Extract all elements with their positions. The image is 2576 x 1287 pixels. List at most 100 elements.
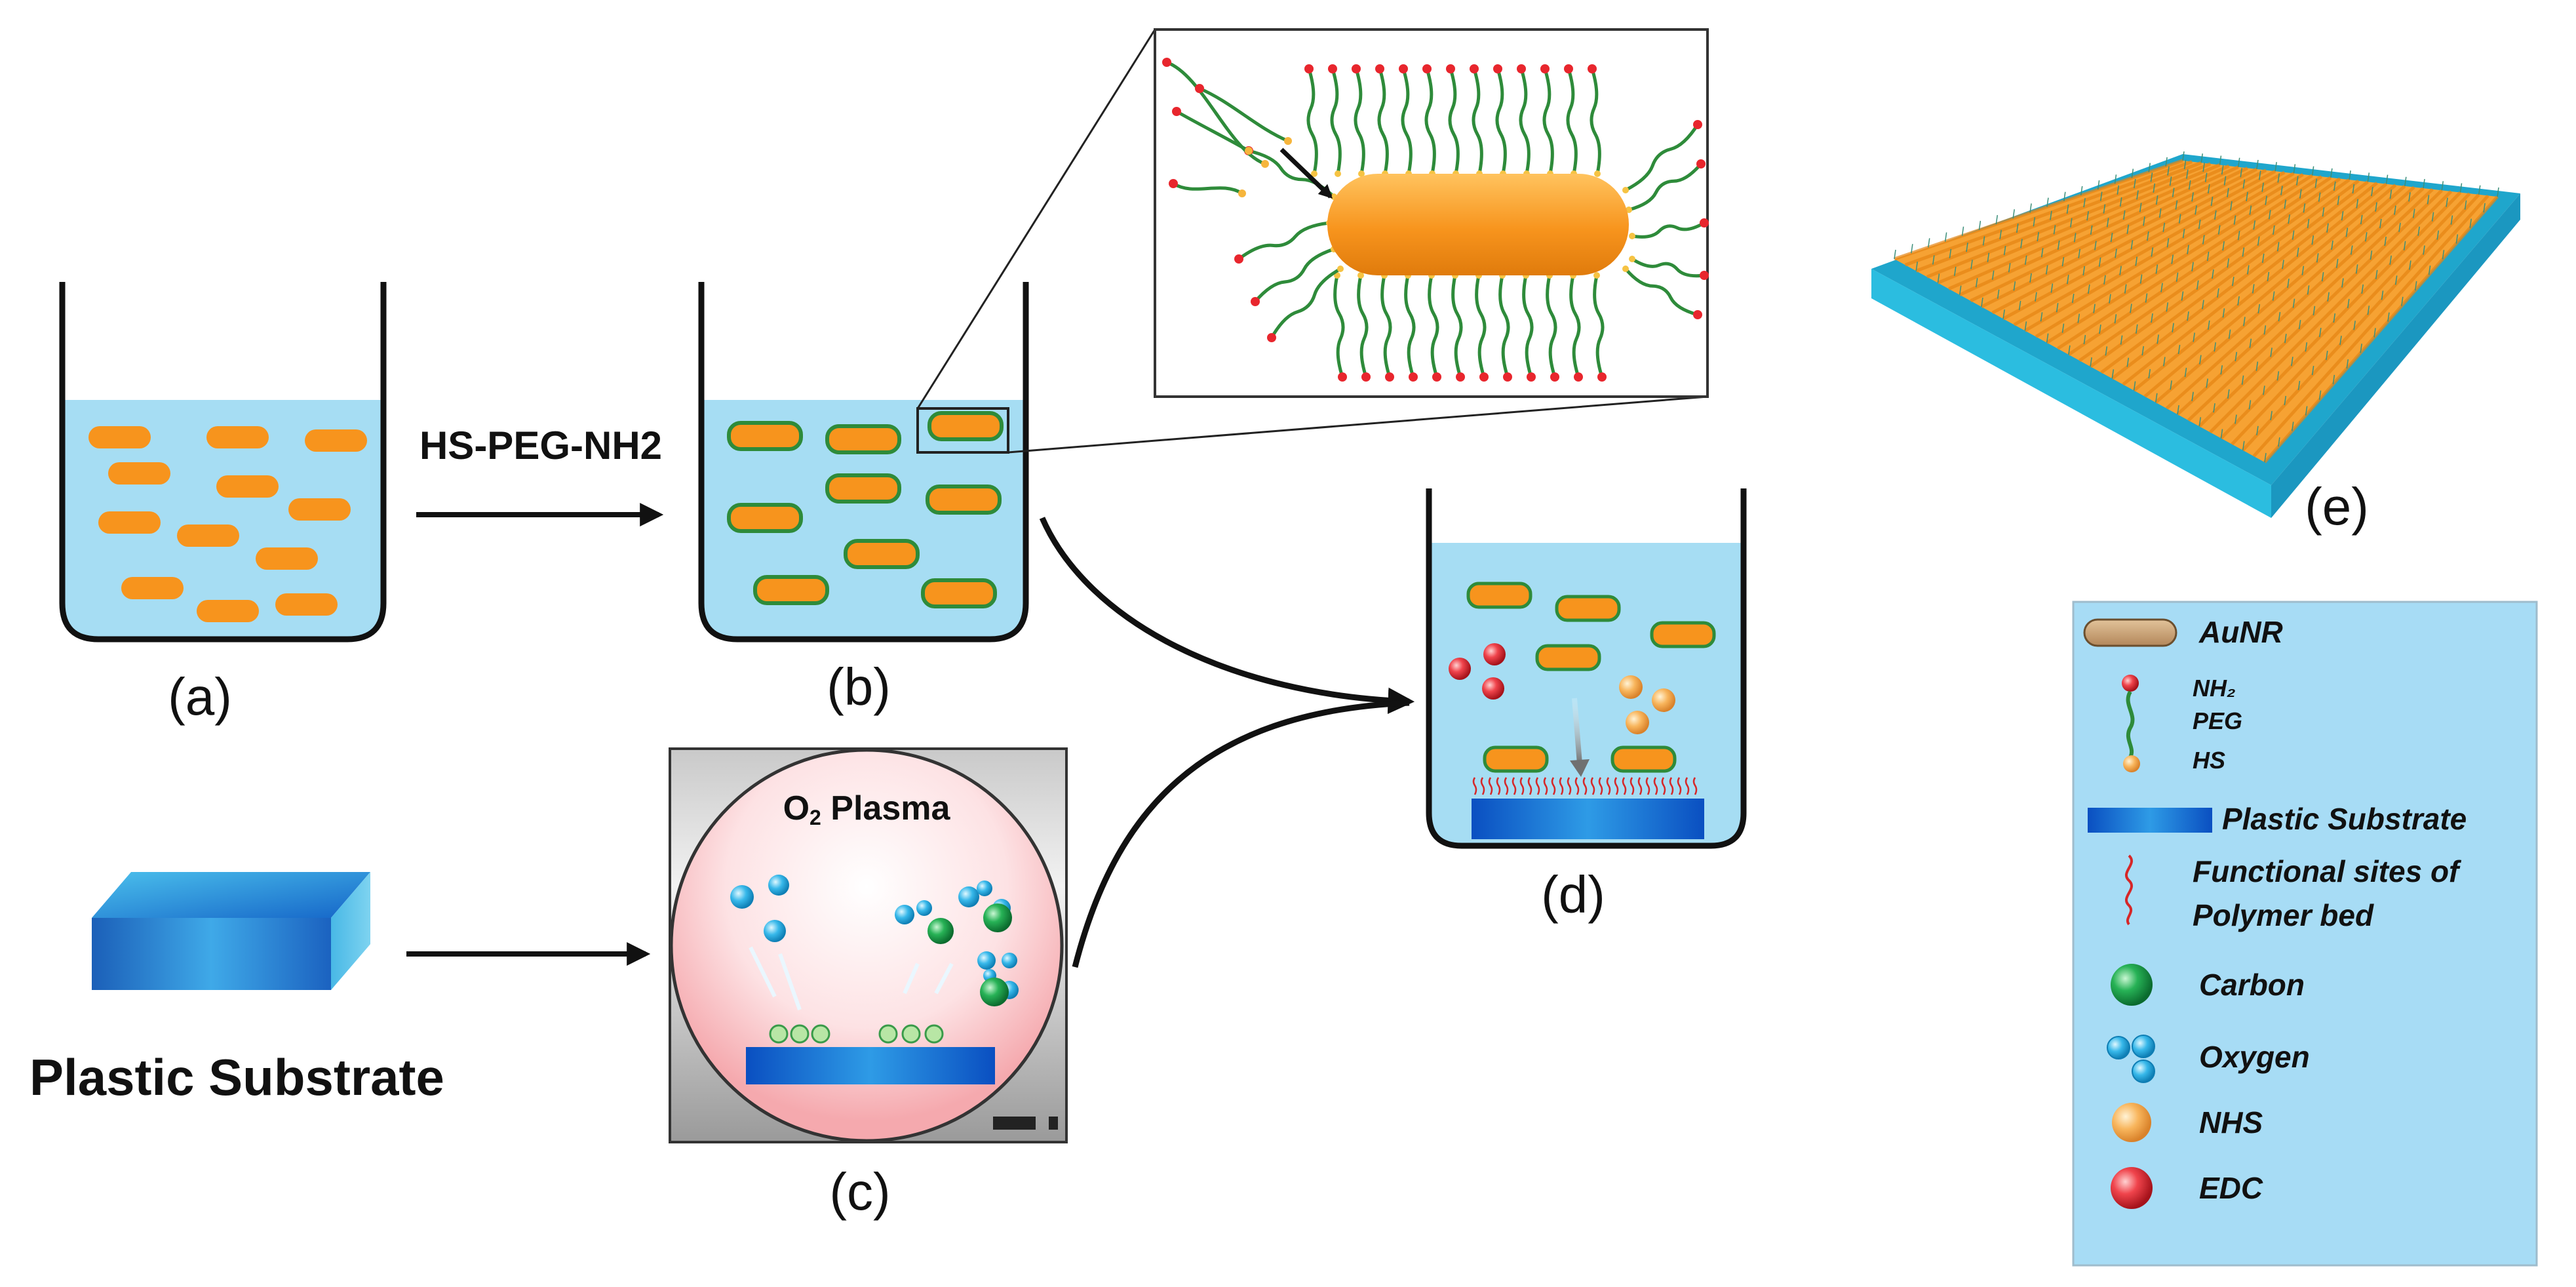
surface-peg <box>2070 218 2073 228</box>
surface-peg <box>2379 218 2382 229</box>
gold-nanorod <box>98 511 161 534</box>
amine-end <box>1375 64 1384 73</box>
peg-strand <box>1424 68 1436 174</box>
surface-peg <box>1894 249 1896 260</box>
surface-peg <box>1928 238 1930 248</box>
peg-coated-nanorod <box>1610 745 1677 773</box>
zoom-line-bottom <box>1007 395 1708 454</box>
amine-end <box>1493 64 1502 73</box>
peg-strand <box>1624 123 1700 192</box>
surface-peg <box>2202 300 2204 309</box>
surface-peg <box>2401 296 2404 306</box>
amine-end <box>1328 64 1337 73</box>
nanorod-row <box>2046 174 2313 344</box>
surface-peg <box>2257 304 2261 314</box>
surface-peg <box>2200 153 2203 163</box>
surface-peg <box>2166 238 2170 248</box>
surface-peg <box>2274 162 2277 172</box>
amine-end <box>1540 64 1550 73</box>
surface-peg <box>2287 279 2290 288</box>
thiol-end <box>1261 160 1269 168</box>
nanorod-row <box>2231 192 2471 446</box>
amine-end <box>1399 64 1408 73</box>
surface-peg <box>2459 183 2463 193</box>
edc-icon <box>2111 1167 2153 1209</box>
surface-peg <box>2469 218 2472 228</box>
surface-peg <box>2155 195 2158 205</box>
amine-end <box>1696 159 1706 168</box>
nanorod-row <box>1904 160 2193 267</box>
surface-peg <box>2158 208 2162 218</box>
peg-strand <box>1238 221 1330 261</box>
surface-peg <box>2106 218 2109 228</box>
nanorod-row <box>2155 184 2406 404</box>
legend-edc: EDC <box>2199 1171 2263 1205</box>
surface-peg <box>2450 215 2453 225</box>
surface-peg <box>2220 365 2223 375</box>
surface-peg <box>2353 321 2356 330</box>
beaker-a <box>59 282 387 643</box>
surface-peg <box>2214 210 2217 220</box>
surface-peg <box>2035 292 2037 302</box>
surface-peg <box>2105 346 2108 356</box>
surface-peg <box>2335 258 2339 268</box>
carbon-atom <box>983 903 1012 932</box>
surface-peg <box>2097 180 2100 190</box>
surface-peg <box>2303 203 2306 213</box>
surface-peg <box>2331 240 2333 250</box>
surface-peg <box>2243 317 2246 327</box>
nanorod-row <box>1915 161 2202 273</box>
functional-site <box>1677 777 1682 795</box>
surface-peg <box>2182 151 2185 161</box>
surface-peg <box>2114 174 2117 184</box>
surface-peg <box>2206 378 2208 388</box>
surface-peg <box>2360 344 2362 353</box>
surface-peg <box>2222 241 2225 251</box>
surface-peg <box>2262 253 2265 263</box>
nanorod-row <box>2067 176 2332 356</box>
surface-peg <box>2072 293 2075 304</box>
amine-end <box>1432 372 1441 382</box>
gold-nanorod <box>177 525 239 547</box>
surface-peg <box>2389 189 2392 199</box>
surface-peg <box>2352 184 2355 194</box>
surface-peg <box>2356 199 2359 208</box>
surface-peg <box>2210 197 2214 207</box>
nanorod-row <box>2241 193 2480 452</box>
surface-peg <box>2333 181 2336 191</box>
amine-end <box>1352 64 1361 73</box>
functional-site <box>1567 777 1572 795</box>
surface-peg <box>2088 284 2090 294</box>
surface-peg <box>2373 328 2376 338</box>
surface-peg <box>2115 248 2117 258</box>
gold-nanorod <box>275 593 338 616</box>
surface-peg <box>2077 313 2080 323</box>
surface-peg <box>2277 173 2280 183</box>
legend-hs: HS <box>2193 747 2225 774</box>
surface-peg <box>2228 329 2231 339</box>
surface-peg <box>2270 347 2273 357</box>
peg-strand <box>1404 275 1416 378</box>
nanorod-row <box>2176 187 2425 416</box>
surface-peg <box>1966 243 1968 252</box>
thiol-anchor <box>1311 170 1317 177</box>
peg-strand <box>1546 275 1557 378</box>
functional-site <box>1543 777 1548 795</box>
nhs-icon <box>2112 1103 2151 1142</box>
surface-peg <box>2264 452 2267 463</box>
surface-peg <box>1954 266 1957 276</box>
peg-coated-nanorod <box>727 503 803 533</box>
surface-peg <box>2172 323 2174 332</box>
amine-end <box>1162 58 1171 67</box>
surface-peg <box>2265 195 2267 205</box>
surface-peg <box>2367 306 2370 315</box>
amine-end <box>1338 372 1347 382</box>
amine-end <box>1304 64 1314 73</box>
oxygen-atom <box>977 951 996 970</box>
functionalized-substrate <box>1871 151 2520 518</box>
pegylated-nanorods-b <box>727 411 1004 608</box>
surface-peg <box>2278 311 2281 322</box>
surface-peg <box>2176 272 2179 282</box>
surface-peg <box>1937 273 1940 283</box>
surface-peg <box>2206 251 2210 262</box>
